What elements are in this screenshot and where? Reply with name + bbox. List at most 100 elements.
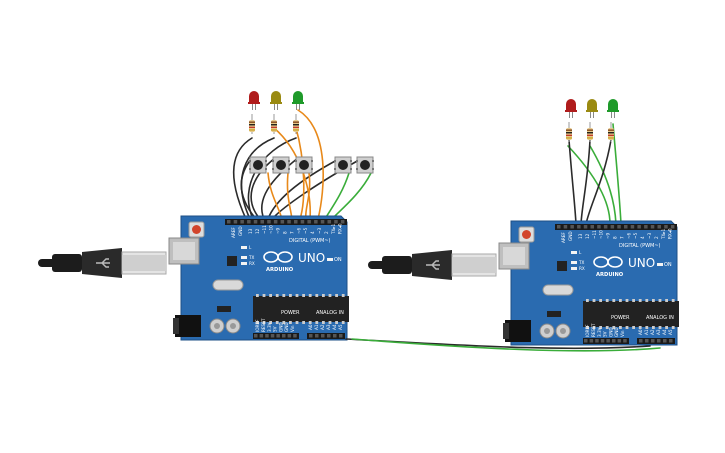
header-socket[interactable] [583, 225, 588, 229]
chip-pin [302, 321, 305, 324]
resistor [566, 122, 572, 142]
digital-pin-label: ~9 [276, 227, 281, 234]
led[interactable] [292, 91, 304, 110]
header-socket[interactable] [282, 334, 286, 338]
header-socket[interactable] [584, 339, 588, 343]
header-socket[interactable] [669, 339, 673, 343]
header-socket[interactable] [663, 339, 667, 343]
header-socket[interactable] [624, 225, 628, 229]
push-button[interactable] [249, 156, 267, 174]
chip-pin [619, 299, 622, 302]
led[interactable] [565, 99, 577, 118]
header-socket[interactable] [612, 339, 616, 343]
header-socket[interactable] [270, 334, 275, 338]
push-button[interactable] [334, 156, 352, 174]
header-socket[interactable] [327, 220, 332, 224]
header-socket[interactable] [651, 339, 655, 343]
header-socket[interactable] [623, 339, 627, 343]
header-socket[interactable] [577, 225, 581, 229]
header-socket[interactable] [597, 225, 601, 229]
header-socket[interactable] [334, 220, 338, 224]
header-socket[interactable] [595, 339, 599, 343]
header-socket[interactable] [617, 339, 622, 343]
header-socket[interactable] [227, 220, 231, 224]
header-socket[interactable] [617, 225, 621, 229]
on-led [657, 263, 663, 266]
push-button[interactable] [356, 156, 374, 174]
header-socket[interactable] [339, 334, 343, 338]
header-socket[interactable] [657, 339, 661, 343]
status-led-label: L [579, 250, 582, 255]
reset-button-cap[interactable] [522, 230, 531, 239]
header-socket[interactable] [664, 225, 668, 229]
reset-button-cap[interactable] [192, 225, 201, 234]
button-cap[interactable] [276, 160, 286, 170]
power-jack[interactable] [175, 315, 201, 337]
push-button[interactable] [272, 156, 290, 174]
header-socket[interactable] [600, 339, 605, 343]
led[interactable] [586, 99, 598, 118]
header-socket[interactable] [233, 220, 238, 224]
chip-pin [638, 326, 642, 329]
header-socket[interactable] [267, 220, 271, 224]
header-socket[interactable] [630, 225, 635, 229]
button-cap[interactable] [360, 160, 370, 170]
header-socket[interactable] [309, 334, 313, 338]
header-socket[interactable] [321, 334, 325, 338]
led[interactable] [248, 91, 260, 110]
header-socket[interactable] [260, 220, 265, 224]
header-socket[interactable] [273, 220, 278, 224]
header-socket[interactable] [293, 334, 297, 338]
led[interactable] [607, 99, 619, 118]
header-socket[interactable] [240, 220, 244, 224]
header-socket[interactable] [639, 339, 643, 343]
header-socket[interactable] [590, 225, 595, 229]
header-socket[interactable] [327, 334, 331, 338]
chip-pin [295, 294, 299, 297]
button-cap[interactable] [253, 160, 263, 170]
header-socket[interactable] [247, 220, 251, 224]
led[interactable] [270, 91, 282, 110]
header-socket[interactable] [307, 220, 311, 224]
header-socket[interactable] [340, 220, 345, 224]
button-cap[interactable] [299, 160, 309, 170]
header-socket[interactable] [333, 334, 337, 338]
header-socket[interactable] [645, 339, 649, 343]
header-socket[interactable] [610, 225, 615, 229]
wire-black [250, 157, 276, 220]
push-button[interactable] [295, 156, 313, 174]
header-socket[interactable] [650, 225, 655, 229]
header-socket[interactable] [315, 334, 319, 338]
header-socket[interactable] [300, 220, 305, 224]
header-socket[interactable] [589, 339, 594, 343]
power-jack[interactable] [505, 320, 531, 342]
header-socket[interactable] [570, 225, 574, 229]
header-socket[interactable] [280, 220, 285, 224]
button-cap[interactable] [338, 160, 348, 170]
header-socket[interactable] [253, 220, 258, 224]
header-socket[interactable] [563, 225, 568, 229]
header-socket[interactable] [320, 220, 325, 224]
header-socket[interactable] [276, 334, 280, 338]
header-socket[interactable] [657, 225, 662, 229]
resistor-body [587, 128, 593, 140]
header-socket[interactable] [314, 220, 318, 224]
header-socket[interactable] [637, 225, 641, 229]
led-dome [293, 91, 303, 103]
header-socket[interactable] [603, 225, 608, 229]
header-socket[interactable] [287, 220, 291, 224]
wire-orange [286, 172, 293, 220]
header-socket[interactable] [557, 225, 561, 229]
header-socket[interactable] [644, 225, 648, 229]
header-socket[interactable] [259, 334, 264, 338]
header-socket[interactable] [294, 220, 298, 224]
header-socket[interactable] [606, 339, 610, 343]
header-socket[interactable] [670, 225, 675, 229]
header-socket[interactable] [265, 334, 269, 338]
chip-pin [652, 326, 655, 329]
header-socket[interactable] [254, 334, 258, 338]
header-socket[interactable] [287, 334, 292, 338]
